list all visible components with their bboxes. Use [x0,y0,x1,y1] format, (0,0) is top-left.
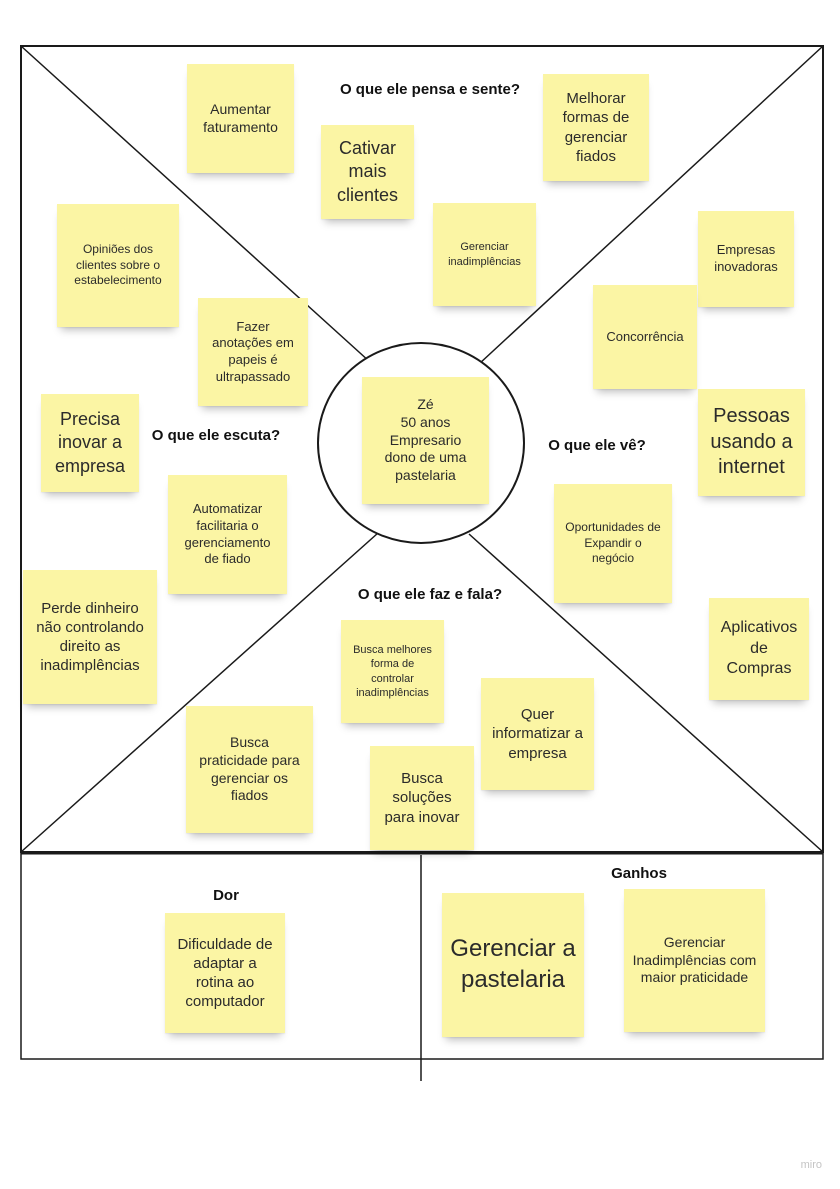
note-dificuldade-adaptar[interactable]: Dificuldade de adaptar a rotina ao compu… [165,913,285,1033]
note-oportunidades[interactable]: Oportunidades de Expandir o negócio [554,484,672,603]
note-precisa-inovar[interactable]: Precisa inovar a empresa [41,394,139,492]
note-quer-informatizar[interactable]: Quer informatizar a empresa [481,678,594,790]
note-text: Busca melhores forma de controlar inadim… [353,644,432,699]
diagonal-top-left [20,45,371,363]
section-label-pain: Dor [213,887,239,904]
note-text: Opiniões dos clientes sobre o estabeleci… [74,242,162,288]
note-text: Automatizar facilitaria o gerenciamento … [184,501,271,567]
note-gerenciar-inadimplencias[interactable]: Gerenciar inadimplências [433,203,536,306]
diagonal-bottom-left [20,532,379,853]
diagonal-bottom-right [468,533,824,853]
note-text: Gerenciar a pastelaria [450,935,576,993]
section-label-gains: Ganhos [611,865,667,882]
note-text: Cativar mais clientes [336,138,399,205]
miro-watermark: miro [800,1159,822,1171]
diagonal-top-right [478,45,824,365]
note-opinioes-clientes[interactable]: Opiniões dos clientes sobre o estabeleci… [57,204,179,327]
note-text: Busca praticidade para gerenciar os fiad… [199,733,300,804]
note-text: Aumentar faturamento [203,100,278,135]
note-text: Melhorar formas de gerenciar fiados [562,90,630,165]
note-pessoas-internet[interactable]: Pessoas usando a internet [698,389,805,496]
note-cativar-clientes[interactable]: Cativar mais clientes [321,125,414,219]
note-perde-dinheiro[interactable]: Perde dinheiro não controlando direito a… [23,570,157,704]
quadrant-label-says-does: O que ele faz e fala? [357,586,503,603]
note-text: Concorrência [606,328,684,344]
note-empresas-inovadoras[interactable]: Empresas inovadoras [698,211,794,307]
note-gerenciar-pastelaria[interactable]: Gerenciar a pastelaria [442,893,584,1037]
note-text: Busca soluções para inovar [384,770,460,826]
note-text: Empresas inovadoras [714,242,778,274]
note-text: Aplicativos de Compras [720,619,798,678]
note-text: Dificuldade de adaptar a rotina ao compu… [177,935,273,1011]
note-melhorar-fiados[interactable]: Melhorar formas de gerenciar fiados [543,74,649,181]
note-fazer-anotacoes[interactable]: Fazer anotações em papeis é ultrapassado [198,298,308,406]
note-aumentar-faturamento[interactable]: Aumentar faturamento [187,64,294,173]
note-text: Gerenciar inadimplências [448,241,521,268]
persona-note-text: Zé 50 anos Empresario dono de uma pastel… [384,395,467,484]
note-gerenciar-inadimplencias-praticidade[interactable]: Gerenciar Inadimplências com maior prati… [624,889,765,1032]
note-text: Precisa inovar a empresa [54,409,126,476]
note-text: Fazer anotações em papeis é ultrapassado [212,318,294,384]
note-concorrencia[interactable]: Concorrência [593,285,697,389]
note-automatizar[interactable]: Automatizar facilitaria o gerenciamento … [168,475,287,594]
note-text: Pessoas usando a internet [710,405,793,479]
note-aplicativos-compras[interactable]: Aplicativos de Compras [709,598,809,700]
note-text: Gerenciar Inadimplências com maior prati… [632,933,757,986]
note-text: Quer informatizar a empresa [492,706,583,762]
quadrant-label-hears: O que ele escuta? [151,427,281,444]
note-text: Perde dinheiro não controlando direito a… [36,599,144,675]
quadrant-label-thinks-feels: O que ele pensa e sente? [339,81,521,98]
note-busca-praticidade[interactable]: Busca praticidade para gerenciar os fiad… [186,706,313,833]
note-busca-controlar[interactable]: Busca melhores forma de controlar inadim… [341,620,444,723]
quadrant-label-sees: O que ele vê? [548,437,646,454]
persona-note[interactable]: Zé 50 anos Empresario dono de uma pastel… [362,377,489,504]
note-busca-solucoes[interactable]: Busca soluções para inovar [370,746,474,850]
note-text: Oportunidades de Expandir o negócio [565,520,661,566]
